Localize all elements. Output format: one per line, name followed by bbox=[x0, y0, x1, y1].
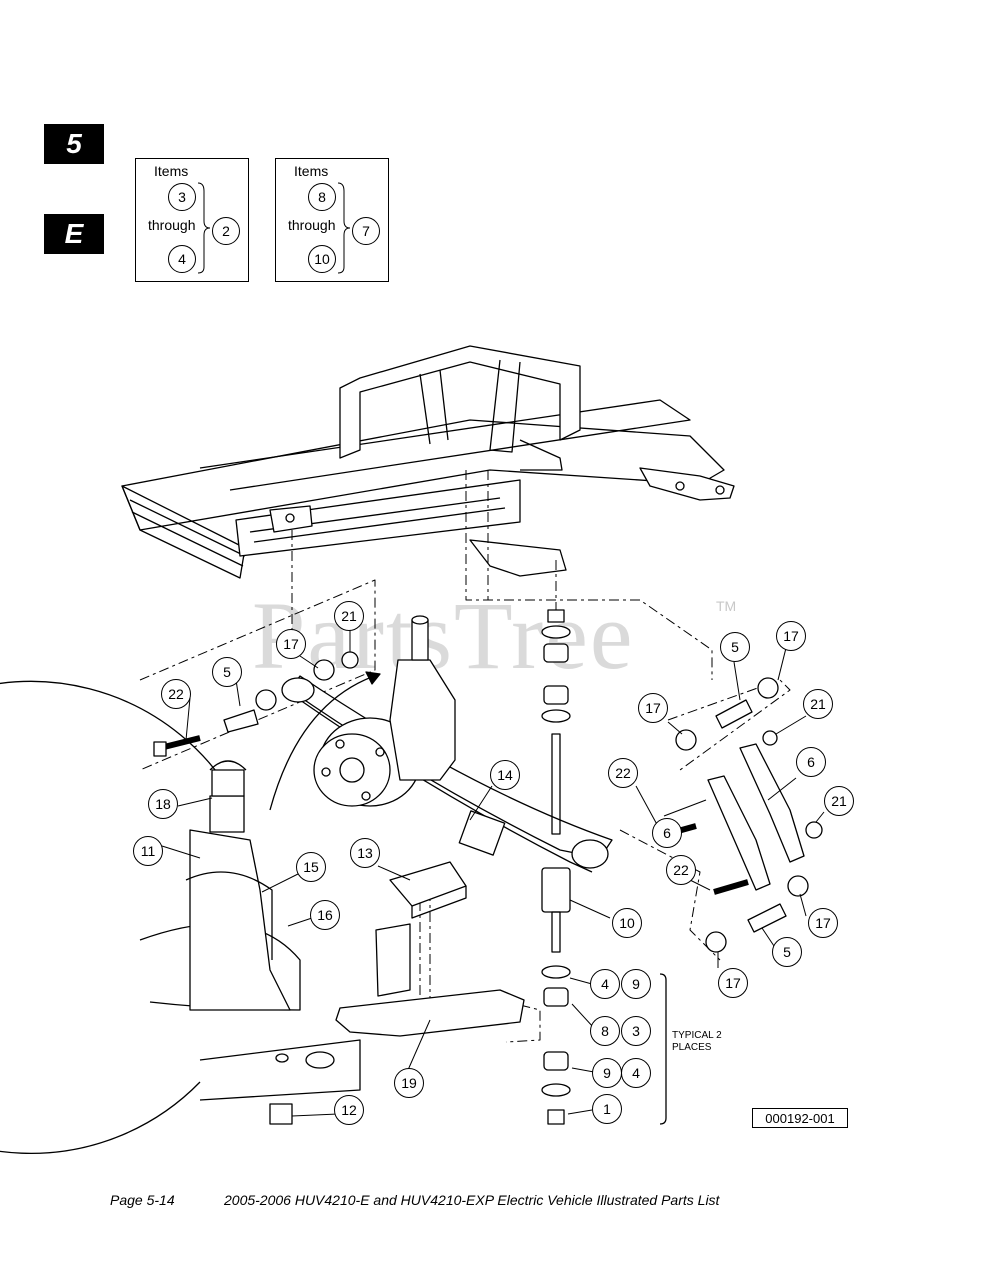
legend-box-2: Items 8 through 10 7 bbox=[275, 158, 389, 282]
legend-box-1: Items 3 through 4 2 bbox=[135, 158, 249, 282]
callout-6: 6 bbox=[796, 747, 826, 777]
callout-17: 17 bbox=[638, 693, 668, 723]
callout-9: 9 bbox=[621, 969, 651, 999]
callout-18: 18 bbox=[148, 789, 178, 819]
callout-4: 4 bbox=[621, 1058, 651, 1088]
legend-header: Items bbox=[154, 163, 189, 179]
callout-17: 17 bbox=[718, 968, 748, 998]
callout-15: 15 bbox=[296, 852, 326, 882]
brace-icon bbox=[338, 182, 350, 274]
callout-17: 17 bbox=[808, 908, 838, 938]
legend-result-item: 7 bbox=[352, 217, 380, 245]
note-line-1: TYPICAL 2 bbox=[672, 1030, 722, 1041]
callout-5: 5 bbox=[772, 937, 802, 967]
watermark-tm: TM bbox=[716, 598, 737, 614]
figure-id: 000192-001 bbox=[752, 1108, 848, 1128]
legend-last-item: 4 bbox=[168, 245, 196, 273]
callout-11: 11 bbox=[133, 836, 163, 866]
section-tab: 5 bbox=[44, 124, 104, 164]
callout-10: 10 bbox=[612, 908, 642, 938]
legend-first-item: 3 bbox=[168, 183, 196, 211]
legend-first-item: 8 bbox=[308, 183, 336, 211]
callout-13: 13 bbox=[350, 838, 380, 868]
callout-6: 6 bbox=[652, 818, 682, 848]
detail-outline bbox=[0, 680, 241, 1155]
callout-17: 17 bbox=[776, 621, 806, 651]
callout-19: 19 bbox=[394, 1068, 424, 1098]
typical-note: TYPICAL 2 PLACES bbox=[672, 1030, 722, 1054]
callout-16: 16 bbox=[310, 900, 340, 930]
callout-9: 9 bbox=[592, 1058, 622, 1088]
callout-12: 12 bbox=[334, 1095, 364, 1125]
callout-21: 21 bbox=[334, 601, 364, 631]
callout-4: 4 bbox=[590, 969, 620, 999]
callout-21: 21 bbox=[824, 786, 854, 816]
callout-22: 22 bbox=[608, 758, 638, 788]
callout-5: 5 bbox=[720, 632, 750, 662]
callout-21: 21 bbox=[803, 689, 833, 719]
callout-3: 3 bbox=[621, 1016, 651, 1046]
callout-17: 17 bbox=[276, 629, 306, 659]
footer-title: 2005-2006 HUV4210-E and HUV4210-EXP Elec… bbox=[224, 1192, 720, 1208]
legend-last-item: 10 bbox=[308, 245, 336, 273]
callout-22: 22 bbox=[161, 679, 191, 709]
note-line-2: PLACES bbox=[672, 1042, 712, 1053]
callout-14: 14 bbox=[490, 760, 520, 790]
spindle bbox=[389, 659, 456, 781]
footer-page: Page 5-14 bbox=[110, 1192, 175, 1208]
legend-result-item: 2 bbox=[212, 217, 240, 245]
vehicle-frame bbox=[121, 345, 735, 579]
legend-through: through bbox=[288, 217, 336, 233]
direction-arrow bbox=[269, 673, 381, 811]
legend-through: through bbox=[148, 217, 196, 233]
callout-5: 5 bbox=[212, 657, 242, 687]
callout-8: 8 bbox=[590, 1016, 620, 1046]
callout-1: 1 bbox=[592, 1094, 622, 1124]
callout-22: 22 bbox=[666, 855, 696, 885]
letter-tab: E bbox=[44, 214, 104, 254]
legend-header: Items bbox=[294, 163, 329, 179]
brace-icon bbox=[198, 182, 210, 274]
